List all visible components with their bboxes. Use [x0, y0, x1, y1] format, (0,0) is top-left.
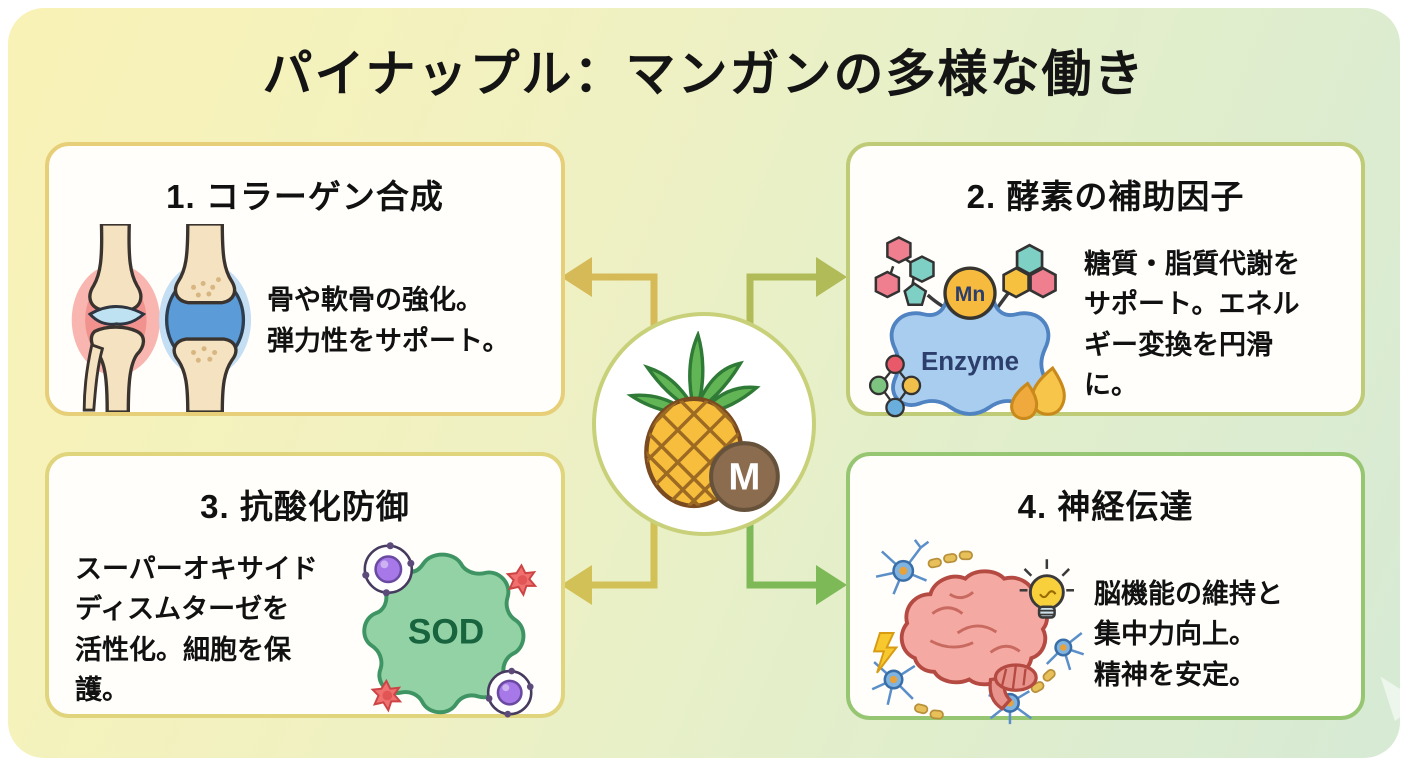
text-line: 弾力性をサポート。 [267, 325, 510, 356]
arrow-top-right [746, 257, 847, 330]
text-line: 活性化。細胞を保護。 [75, 634, 291, 706]
sod-label: SOD [408, 613, 484, 652]
arrow-bottom-right [746, 520, 847, 605]
text-line: スーパーオキサイド [75, 553, 318, 584]
box-text-collagen: 骨や軟骨の強化。 弾力性をサポート。 [267, 280, 509, 361]
joint-icon [63, 222, 255, 417]
box-text-neuro: 脳機能の維持と 集中力向上。 精神を安定。 [1094, 574, 1283, 696]
brain-shape [899, 569, 1049, 711]
manganese-badge: M [709, 441, 780, 512]
text-line: 集中力向上。 [1094, 619, 1256, 650]
atom-icon [485, 667, 534, 718]
box-title-neuro: 4. 神経伝達 [1017, 488, 1194, 525]
lightbulb-icon [1019, 559, 1074, 619]
info-box-collagen: 1. コラーゲン合成 [45, 142, 565, 416]
badge-label: M [728, 456, 760, 499]
neuron-icons [871, 539, 1085, 725]
page-title: パイナップル：マンガンの多様な働き [262, 46, 1146, 102]
atom-icon [362, 542, 415, 597]
manganese-hub: M [592, 312, 816, 536]
axon-beads [914, 550, 1056, 720]
box-text-antioxidant: スーパーオキサイド ディスムターゼを 活性化。細胞を保護。 [75, 549, 337, 711]
text-line: サポート。エネル [1084, 289, 1300, 319]
text-line: ギー変換を円滑 [1084, 329, 1273, 360]
box-title-enzyme: 2. 酵素の補助因子 [966, 178, 1245, 215]
info-box-enzyme: 2. 酵素の補助因子 [846, 142, 1365, 421]
text-line: に。 [1084, 370, 1138, 400]
info-box-antioxidant: 3. 抗酸化防御 スーパーオキサイド ディスムターゼを 活性化。細胞を保護。 [45, 452, 565, 718]
text-line: ディスムターゼを [75, 594, 290, 624]
box-title-antioxidant: 3. 抗酸化防御 [200, 488, 410, 525]
arrow-top-left [561, 257, 658, 334]
text-line: 骨や軟骨の強化。 [267, 285, 483, 315]
arrow-bottom-left [561, 516, 658, 605]
text-line: 脳機能の維持と [1094, 578, 1283, 609]
mn-label: Mn [955, 283, 986, 306]
brain-icon [864, 534, 1088, 735]
box-text-enzyme: 糖質・脂質代謝を サポート。エネル ギー変換を円滑 に。 [1084, 244, 1300, 406]
box-title-collagen: 1. コラーゲン合成 [166, 178, 444, 215]
text-line: 精神を安定。 [1094, 659, 1256, 690]
text-line: 糖質・脂質代謝を [1084, 248, 1300, 279]
info-box-neuro: 4. 神経伝達 [846, 452, 1365, 725]
enzyme-icon: Mn Enzyme [864, 224, 1076, 425]
pineapple-icon: M [626, 331, 780, 512]
sod-icon: SOD [351, 534, 547, 725]
enzyme-label: Enzyme [921, 348, 1019, 376]
